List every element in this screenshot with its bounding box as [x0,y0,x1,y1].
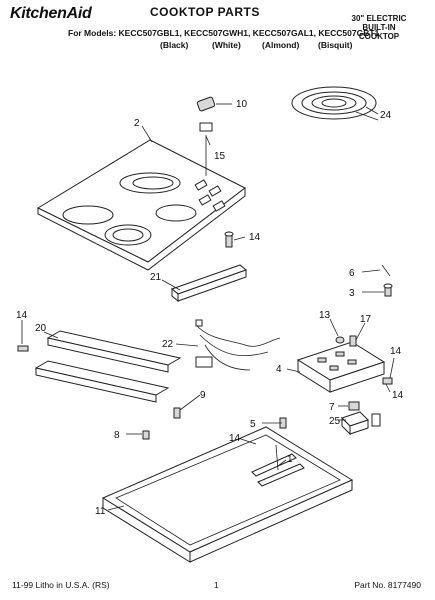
footer-page-number: 1 [214,580,219,590]
callout-number: 14 [390,346,402,357]
callout-number: 14 [16,310,28,321]
models-line: For Models: KECC507GBL1, KECC507GWH1, KE… [68,28,380,38]
callout-number: 15 [214,151,226,162]
color-label-bisquit: (Bisquit) [318,40,353,50]
product-type: 30" ELECTRIC BUILT-IN COOKTOP [351,14,407,41]
screw-part [17,345,29,352]
surface-element-part [291,86,379,121]
terminal-block-part [341,401,381,436]
screw-part [382,377,393,385]
footer-part-number: Part No. 8177490 [354,580,421,590]
callout-number: 17 [360,314,372,325]
callout-labels: 10 15 2 24 14 6 3 21 13 17 14 20 22 4 14… [16,99,404,517]
nut-part [335,335,357,347]
callout-number: 3 [349,288,355,299]
color-label-almond: (Almond) [262,40,300,50]
callout-number: 8 [114,430,120,441]
burner-element [155,204,197,222]
callout-number: 11 [95,506,106,517]
support-bracket-part [251,444,305,487]
wire-harness-part [195,319,281,371]
callout-number: 14 [392,390,404,401]
callout-number: 14 [249,232,261,243]
callout-number: 2 [134,118,140,129]
callout-number: 21 [150,272,162,283]
footer-litho: 11-99 Litho in U.S.A. (RS) [12,580,110,590]
callout-number: 22 [162,339,174,350]
callout-number: 4 [276,364,282,375]
brand-logo: KitchenAid [10,5,92,22]
callout-number: 6 [349,268,355,279]
cooktop-glass-part [36,139,246,271]
control-knob-part [196,96,216,176]
mounting-bracket-part [171,264,247,303]
side-trim-part [34,330,182,403]
leader-lines [21,103,395,511]
callout-number: 25 [329,416,341,427]
callout-number: 7 [329,402,335,413]
color-label-white: (White) [212,40,241,50]
page-title: COOKTOP PARTS [150,5,260,19]
terminal-bracket-part [296,341,386,393]
color-label-black: (Black) [160,40,189,50]
callout-number: 20 [35,323,47,334]
callout-number: 14 [229,433,241,444]
clip-part [381,264,393,297]
callout-number: 13 [319,310,331,321]
cooktop-box-part [101,426,354,563]
callout-number: 5 [250,419,256,430]
burner-element [62,205,114,225]
callout-number: 1 [287,454,293,465]
callout-number: 24 [380,110,392,121]
callout-number: 9 [200,390,206,401]
screw-part [224,231,234,248]
callout-number: 10 [236,99,248,110]
